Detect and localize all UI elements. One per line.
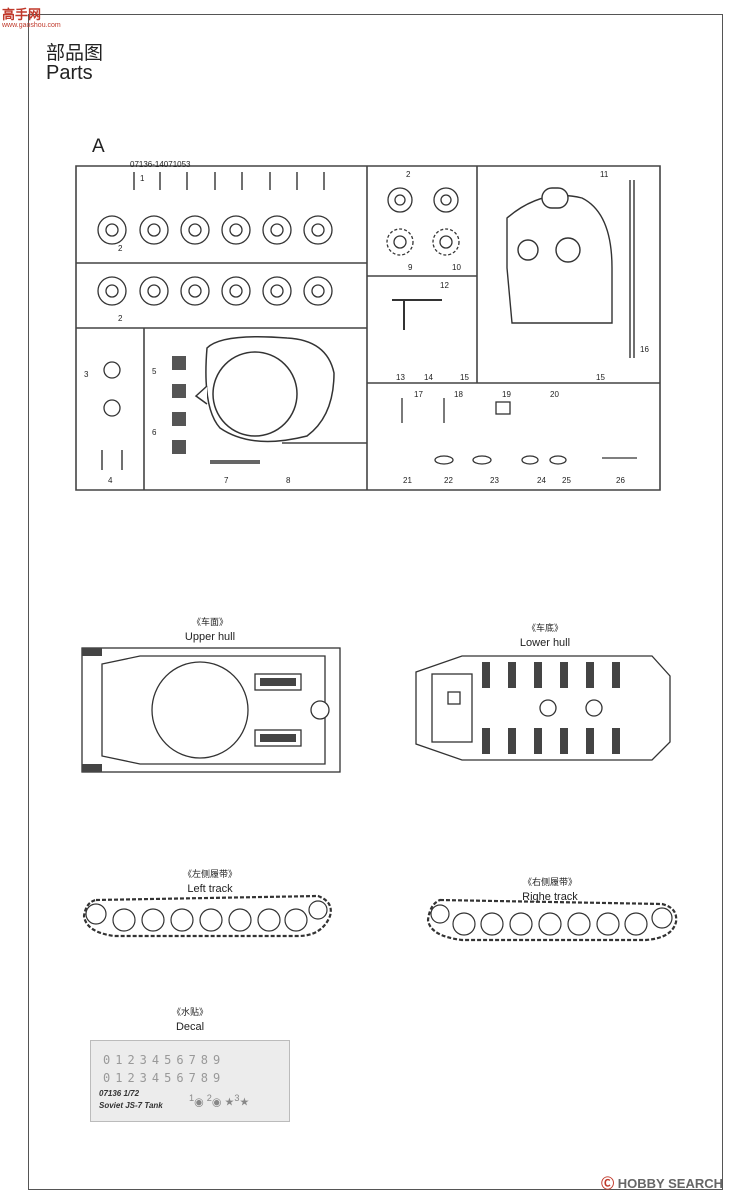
part-number: 18 bbox=[454, 390, 463, 399]
decal-marker-number: 2 bbox=[206, 1093, 212, 1103]
site-logo-url: www.gaoshou.com bbox=[2, 22, 61, 29]
star-icon: ★ bbox=[224, 1096, 235, 1109]
decal-caption: 《水贴》 Decal bbox=[100, 1006, 280, 1034]
part-number: 10 bbox=[452, 263, 461, 272]
part-number: 22 bbox=[444, 476, 453, 485]
part-number: 26 bbox=[616, 476, 625, 485]
upper-hull-caption: 《车面》 Upper hull bbox=[120, 616, 300, 644]
site-logo: 高手网 bbox=[2, 8, 42, 23]
caption-en: Upper hull bbox=[184, 631, 236, 643]
decal-name: Soviet JS-7 Tank bbox=[99, 1101, 163, 1110]
part-number: 15 bbox=[596, 373, 605, 382]
part-number: 20 bbox=[550, 390, 559, 399]
sprue-a-drawing bbox=[75, 165, 661, 491]
decal-sheet: 0123456789 0123456789 07136 1/72 Soviet … bbox=[90, 1040, 290, 1122]
right-track-caption: 《右侧履带》 Righe track bbox=[460, 876, 640, 904]
part-number: 2 bbox=[118, 314, 123, 323]
caption-cn: 《水贴》 bbox=[171, 1008, 208, 1018]
part-number: 8 bbox=[286, 476, 291, 485]
part-number: 12 bbox=[440, 281, 449, 290]
part-number: 19 bbox=[502, 390, 511, 399]
caption-en: Lower hull bbox=[519, 637, 571, 649]
decal-code: 07136 1/72 bbox=[99, 1089, 140, 1098]
caption-cn: 《左侧履带》 bbox=[182, 870, 237, 880]
watermark: Ⓒ HOBBY SEARCH bbox=[601, 1173, 723, 1192]
part-number: 23 bbox=[490, 476, 499, 485]
roundel-icon: ◉ bbox=[211, 1096, 222, 1109]
right-track-drawing bbox=[426, 898, 678, 942]
part-number: 2 bbox=[118, 244, 123, 253]
star-icon: ★ bbox=[239, 1096, 250, 1109]
lower-hull-caption: 《车底》 Lower hull bbox=[455, 622, 635, 650]
left-track-caption: 《左侧履带》 Left track bbox=[120, 868, 300, 896]
part-number: 17 bbox=[414, 390, 423, 399]
sprue-code: 07136-14071053 bbox=[130, 160, 191, 169]
part-number: 24 bbox=[537, 476, 546, 485]
page-title-en: Parts bbox=[46, 62, 93, 84]
roundel-icon: ◉ bbox=[194, 1096, 204, 1109]
part-number: 4 bbox=[108, 476, 113, 485]
part-number: 15 bbox=[460, 373, 469, 382]
upper-hull-drawing bbox=[81, 647, 341, 773]
part-number: 3 bbox=[84, 370, 89, 379]
lower-hull-drawing bbox=[415, 655, 671, 761]
part-number: 21 bbox=[403, 476, 412, 485]
caption-cn: 《右侧履带》 bbox=[522, 878, 577, 888]
caption-cn: 《车底》 bbox=[526, 624, 563, 634]
part-number: 25 bbox=[562, 476, 571, 485]
part-number: 5 bbox=[152, 367, 157, 376]
caption-en: Decal bbox=[175, 1021, 205, 1033]
decal-number-row: 0123456789 bbox=[103, 1053, 226, 1067]
part-number: 16 bbox=[640, 345, 649, 354]
sprue-frame bbox=[75, 165, 661, 491]
part-number: 9 bbox=[408, 263, 413, 272]
part-number: 1 bbox=[140, 174, 145, 183]
part-number: 6 bbox=[152, 428, 157, 437]
part-number: 14 bbox=[424, 373, 433, 382]
caption-en: Righe track bbox=[522, 891, 578, 903]
part-number: 7 bbox=[224, 476, 229, 485]
decal-number-row: 0123456789 bbox=[103, 1071, 226, 1085]
page-title-cn: 部品图 bbox=[46, 42, 104, 64]
decal-markings: 1◉ 2◉ ★3★ bbox=[189, 1093, 249, 1109]
part-number: 2 bbox=[406, 170, 411, 179]
left-track-drawing bbox=[82, 894, 332, 938]
caption-cn: 《车面》 bbox=[191, 618, 228, 628]
page-border bbox=[28, 14, 723, 1190]
watermark-text: HOBBY SEARCH bbox=[617, 1176, 723, 1191]
decal-marker-number: 1 bbox=[189, 1093, 195, 1103]
part-number: 13 bbox=[396, 373, 405, 382]
decal-marker-number: 3 bbox=[234, 1093, 240, 1103]
watermark-mark: Ⓒ bbox=[601, 1176, 615, 1191]
caption-en: Left track bbox=[187, 883, 233, 895]
sprue-letter: A bbox=[92, 136, 105, 157]
part-number: 11 bbox=[600, 170, 609, 179]
